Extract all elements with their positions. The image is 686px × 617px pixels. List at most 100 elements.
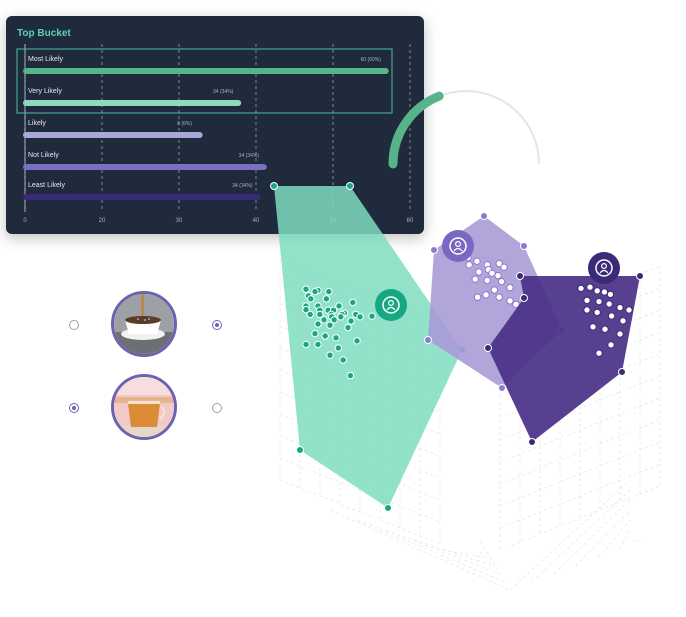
grid-line: [329, 509, 511, 591]
grid-line: [413, 539, 496, 567]
scatter-point: [311, 329, 319, 338]
scatter-point: [473, 257, 481, 265]
cluster-vertex-point: [430, 246, 438, 254]
scatter-point: [471, 275, 479, 283]
scatter-point: [494, 271, 502, 280]
scatter-point: [321, 332, 329, 340]
scatter-point: [322, 295, 331, 303]
bar-category-label: Likely: [28, 120, 46, 127]
scatter-point: [475, 268, 483, 276]
person-icon-body: [599, 269, 609, 274]
person-icon: [449, 237, 467, 255]
scatter-point: [619, 317, 627, 325]
bar-data-label: 60 (60%): [361, 57, 382, 63]
person-icon-body: [453, 247, 463, 252]
grid-line: [597, 519, 631, 559]
scatter-point: [325, 287, 333, 296]
scatter-point: [583, 296, 591, 305]
grid-line: [553, 499, 631, 575]
bar-data-label: 34 (34%): [213, 89, 234, 95]
cluster-vertex-point: [384, 504, 392, 512]
x-tick-label: 0: [23, 218, 27, 224]
bar-data-label: 34 (34%): [232, 183, 253, 189]
grid-line: [499, 419, 661, 485]
radio-left-1[interactable]: [69, 320, 79, 330]
scatter-point: [368, 312, 376, 320]
bar: [23, 100, 242, 106]
cluster-vertex-point: [480, 212, 488, 220]
bar-data-label: 34 (34%): [239, 153, 260, 159]
scatter-point: [595, 297, 603, 306]
person-icon-head: [601, 262, 608, 269]
scatter-point: [506, 283, 514, 292]
grid-line: [279, 457, 441, 523]
scatter-point: [595, 349, 603, 357]
scatter-point: [495, 259, 503, 268]
grid-line: [441, 549, 491, 559]
scatter-point: [326, 351, 334, 359]
radio-left-2[interactable]: [69, 403, 79, 413]
scatter-point: [356, 313, 364, 321]
cluster-vertex-point: [520, 242, 528, 250]
scatter-point: [302, 285, 310, 293]
scatter-point: [586, 283, 594, 291]
bar-category-label: Most Likely: [28, 56, 64, 63]
grid-line: [531, 489, 631, 583]
bar: [23, 68, 389, 74]
bar-category-label: Not Likely: [28, 152, 59, 159]
bar-category-label: Least Likely: [28, 182, 65, 189]
cluster-vertex-point: [516, 272, 524, 280]
grid-line: [619, 529, 631, 551]
scatter-point: [601, 325, 609, 333]
scatter-point: [302, 340, 310, 349]
scatter-point: [465, 261, 473, 269]
bar: [23, 164, 267, 170]
scatter-point: [490, 286, 499, 294]
grid-line: [279, 479, 441, 545]
scatter-point: [332, 334, 340, 342]
person-icon-head: [387, 300, 394, 307]
scatter-point: [330, 316, 338, 324]
scatter-point: [593, 287, 601, 295]
cluster-vertex-point: [424, 336, 432, 344]
bar-category-label: Very Likely: [28, 88, 62, 95]
grid-line: [357, 519, 506, 583]
person-icon-head: [455, 240, 462, 247]
scatter-point: [339, 356, 347, 364]
radio-right-1[interactable]: [212, 320, 222, 330]
grid-line: [499, 441, 661, 507]
tea-cup-image[interactable]: [111, 291, 177, 357]
grid-line: [629, 539, 643, 543]
cluster-vertex-point: [520, 294, 528, 302]
x-tick-label: 60: [407, 218, 414, 224]
scatter-point: [337, 313, 345, 321]
scatter-point: [311, 287, 319, 296]
x-tick-label: 30: [176, 218, 183, 224]
scatter-point: [347, 317, 355, 325]
highlight-frame: [16, 48, 393, 114]
bar: [23, 194, 261, 200]
x-tick-label: 40: [253, 218, 260, 224]
cluster-vertex-point: [484, 344, 492, 352]
scatter-point: [593, 308, 601, 317]
grid-line: [575, 509, 631, 567]
cluster-area: [274, 186, 462, 508]
scatter-point: [307, 295, 315, 303]
scatter-point: [500, 263, 508, 271]
person-icon: [595, 259, 613, 277]
radio-right-2[interactable]: [212, 403, 222, 413]
scatter-point: [625, 306, 633, 314]
cluster-area: [488, 276, 640, 442]
scatter-point: [605, 300, 613, 308]
cluster-vertex-point: [618, 368, 626, 376]
cluster-vertex-point: [346, 182, 354, 190]
scatter-point: [483, 276, 491, 285]
scatter-point: [346, 371, 355, 380]
x-tick-label: 20: [99, 218, 106, 224]
scatter-point: [344, 323, 352, 332]
scatter-point: [334, 344, 343, 352]
grid-line: [499, 463, 661, 529]
tea-glass-image[interactable]: [111, 374, 177, 440]
scatter-point: [577, 284, 585, 293]
